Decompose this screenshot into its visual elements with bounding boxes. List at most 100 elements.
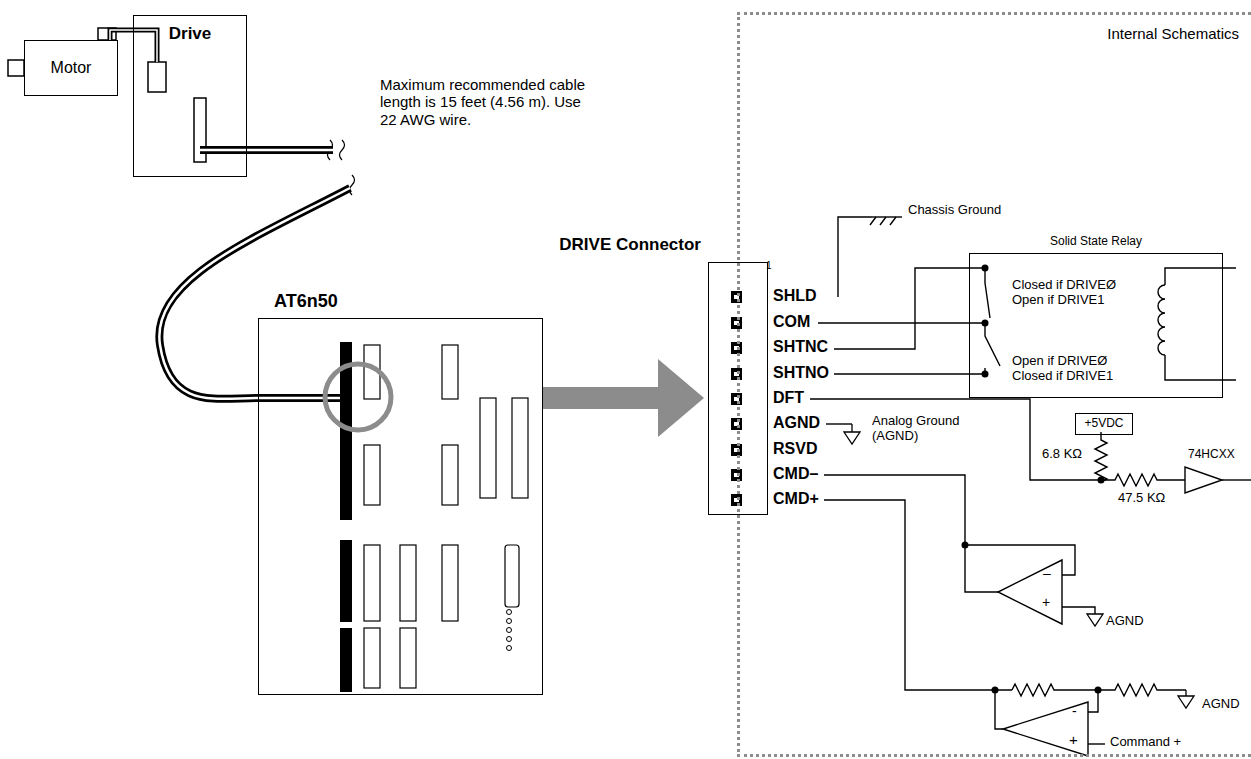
schematic-region: Internal SchematicsSolid State RelayClos… [737, 12, 1251, 757]
junction-dot [962, 477, 1105, 694]
cable [159, 150, 350, 399]
drive-cable-inner [200, 146, 247, 154]
relay-coil [1158, 285, 1165, 355]
analog-ground-symbol [851, 424, 852, 432]
relay-terminal [982, 265, 989, 378]
board-headers [442, 345, 458, 399]
relay-contacts [985, 323, 1000, 366]
drive-connector [148, 62, 206, 162]
wire [1222, 479, 1251, 480]
motor-cable-inner [133, 30, 157, 62]
wire [1088, 690, 1098, 712]
board-label: AT6n50 [274, 291, 338, 312]
pin-name: COM [773, 313, 810, 331]
wire [810, 217, 1251, 744]
relay-terminal [982, 320, 989, 327]
relay-contacts [985, 268, 990, 318]
pin-number: 1 [766, 260, 772, 272]
wire [824, 475, 1075, 575]
ground-label: AGND [1202, 697, 1240, 712]
pin-name: CMD– [773, 465, 818, 483]
board-headers [512, 398, 528, 498]
connector [159, 150, 350, 399]
analog-ground-symbol [844, 432, 860, 444]
wire [818, 322, 985, 323]
op-amp-symbol [998, 560, 1088, 756]
region-title: Internal Schematics [1107, 25, 1239, 42]
pin-name: DFT [773, 389, 804, 407]
connector-block: DRIVE Connector [708, 262, 768, 515]
pin-name: SHTNC [773, 338, 828, 356]
wire [826, 423, 852, 424]
controller-board: AT6n50 [258, 318, 543, 695]
drive-box: Drive [133, 15, 247, 177]
relay-state-text: Open if DRIVEØ Closed if DRIVE1 [1012, 354, 1137, 384]
resistor-value: 6.8 KΩ [1042, 447, 1082, 462]
chassis-ground-symbol [870, 217, 902, 225]
drive-cable-inner [200, 149, 247, 152]
board-leds [507, 619, 512, 624]
resistor-value: 47.5 KΩ [1118, 491, 1165, 506]
op-amp-symbol [998, 560, 1062, 624]
board-headers [400, 545, 416, 621]
wire [810, 399, 1101, 480]
ground-label: AGND [1106, 614, 1144, 629]
cable-note: Maximum recommended cable length is 15 f… [380, 76, 595, 128]
op-amp-symbol [1003, 702, 1088, 756]
junction-dot [962, 542, 969, 549]
wire [834, 373, 985, 374]
supply-box: +5VDC [1075, 413, 1133, 435]
op-amp-input-sign: - [1072, 703, 1077, 719]
pin-name: SHLD [773, 287, 817, 305]
board-headers [442, 545, 458, 621]
motor-box: Motor [24, 40, 118, 96]
cable [159, 150, 350, 399]
board-headers [442, 445, 458, 505]
wire [834, 268, 985, 349]
junction-dot [992, 687, 999, 694]
board-cable-inner [258, 397, 342, 400]
relay-box: Solid State RelayClosed if DRIVEØ Open i… [969, 253, 1223, 398]
pin-name: SHTNO [773, 364, 829, 382]
relay-coil [1165, 268, 1236, 285]
wire [1012, 684, 1186, 696]
analog-ground-symbol [1185, 690, 1186, 696]
ground-label: Chassis Ground [908, 203, 1001, 218]
cable [110, 30, 133, 40]
wire [965, 545, 998, 592]
board-headers [364, 445, 380, 505]
ground-label: Analog Ground (AGND) [872, 414, 972, 444]
cable [110, 30, 133, 40]
board-leds [507, 637, 512, 642]
board-headers [364, 545, 380, 621]
wire [1095, 432, 1107, 482]
drive-cable-inner [200, 150, 247, 151]
connector-title: DRIVE Connector [559, 235, 701, 255]
part-number: 74HCXX [1188, 448, 1235, 462]
wire [824, 500, 1012, 690]
buffer-symbol [1185, 467, 1222, 493]
relay-coil [1165, 355, 1236, 380]
board-headers [364, 628, 380, 688]
board-leds [507, 628, 512, 633]
relay-terminal [982, 265, 989, 272]
pin-name: AGND [773, 414, 820, 432]
analog-ground-symbol [1178, 696, 1194, 708]
analog-ground-symbol [1087, 614, 1103, 626]
board-leds [507, 610, 512, 615]
relay-title: Solid State Relay [970, 235, 1222, 249]
motor-label: Motor [25, 59, 117, 77]
drive-label: Drive [134, 24, 246, 44]
connector [110, 30, 133, 40]
pin-name: RSVD [773, 440, 817, 458]
board-connectors [340, 540, 352, 622]
board-cable-inner [258, 394, 342, 402]
relay-state-text: Closed if DRIVEØ Open if DRIVE1 [1012, 278, 1137, 308]
motor-cable-inner [133, 30, 157, 62]
drive-connector [148, 62, 166, 92]
board-leds [507, 610, 512, 651]
board-headers [480, 398, 496, 498]
op-amp-input-sign: + [1042, 594, 1050, 610]
wire [995, 690, 1003, 729]
wire [1088, 743, 1105, 744]
